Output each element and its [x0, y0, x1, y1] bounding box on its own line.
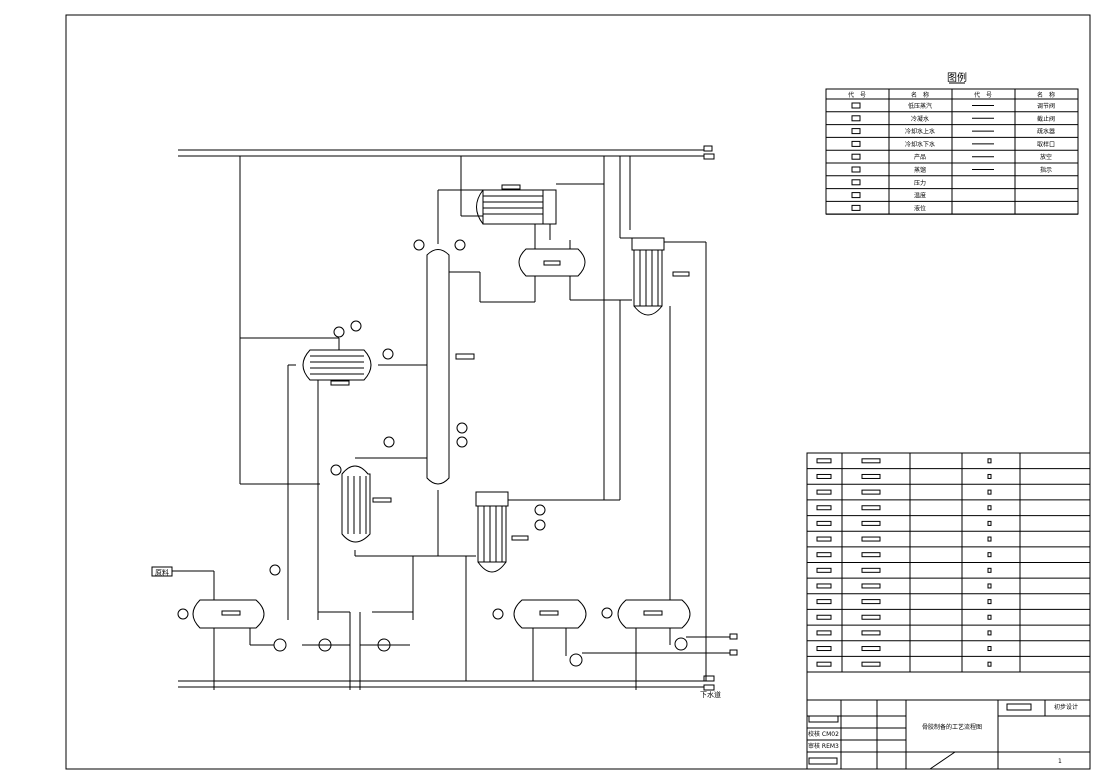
legend-item-label: 指示	[1040, 166, 1052, 174]
legend-item-label: 调节阀	[1037, 102, 1055, 110]
legend-code-box	[851, 179, 861, 186]
parts-cell-mark	[861, 489, 881, 495]
parts-cell-mark	[816, 599, 832, 605]
reboiler-exchanger	[239, 156, 427, 620]
parts-cell-mark	[816, 520, 832, 526]
drawing-frame	[65, 14, 1091, 770]
legend-code-box	[851, 128, 861, 135]
parts-cell-mark	[987, 630, 992, 636]
drawing-title: 骨胶制备的工艺流程图	[922, 723, 982, 731]
parts-cell-mark	[861, 646, 881, 652]
feed-tank: 原料	[151, 566, 287, 690]
legend-header-name-2: 名 称	[1037, 91, 1055, 99]
parts-cell-mark	[861, 552, 881, 558]
legend-header-name-1: 名 称	[911, 91, 929, 99]
parts-cell-mark	[816, 552, 832, 558]
legend-title: 图例	[947, 71, 967, 84]
parts-cell-mark	[987, 505, 992, 511]
drain-label: 下水道	[700, 690, 721, 699]
distillation-column	[413, 238, 475, 556]
legend-code-box	[851, 153, 861, 160]
parts-cell-mark	[987, 473, 992, 479]
parts-cell-mark	[816, 505, 832, 511]
legend-item-label: 疏水器	[1037, 128, 1055, 136]
feed-label: 原料	[155, 568, 169, 577]
parts-cell-mark	[987, 567, 992, 573]
reviewed-by: 审核 REM3	[808, 742, 839, 750]
parts-cell-mark	[861, 583, 881, 589]
parts-cell-mark	[987, 599, 992, 605]
parts-cell-mark	[816, 646, 832, 652]
parts-cell-mark	[987, 520, 992, 526]
product-tank-1	[492, 599, 587, 681]
parts-cell-mark	[987, 661, 992, 667]
parts-cell-mark	[816, 661, 832, 667]
legend-code-box	[851, 102, 861, 109]
parts-cell-mark	[816, 536, 832, 542]
legend-item-label: 液位	[914, 204, 926, 212]
parts-cell-mark	[987, 583, 992, 589]
legend-header-code-1: 代 号	[848, 91, 866, 99]
parts-cell-mark	[987, 489, 992, 495]
parts-cell-mark	[861, 599, 881, 605]
parts-cell-mark	[861, 661, 881, 667]
parts-cell-mark	[816, 458, 832, 464]
parts-cell-mark	[816, 489, 832, 495]
checked-by: 校核 CM02	[808, 730, 839, 738]
legend-item-label: 冷却水上水	[905, 128, 935, 136]
parts-cell-mark	[816, 583, 832, 589]
parts-cell-mark	[987, 614, 992, 620]
parts-cell-mark	[816, 473, 832, 479]
legend-code-box	[851, 166, 861, 173]
parts-list	[806, 452, 1091, 770]
parts-cell-mark	[861, 473, 881, 479]
parts-cell-mark	[816, 567, 832, 573]
sheet-mark: 1	[1058, 758, 1062, 765]
parts-cell-mark	[987, 646, 992, 652]
legend-code-box	[851, 204, 861, 211]
legend-item-label: 温度	[914, 192, 926, 200]
parts-cell-mark	[861, 520, 881, 526]
parts-cell-mark	[987, 552, 992, 558]
parts-cell-mark	[816, 614, 832, 620]
legend-item-label: 低压蒸汽	[908, 102, 932, 110]
legend-code-box	[851, 115, 861, 122]
parts-cell-mark	[816, 630, 832, 636]
legend-header-code-2: 代 号	[974, 91, 992, 99]
product-tank-2	[582, 599, 738, 690]
parts-cell-mark	[861, 614, 881, 620]
legend-item-label: 放空	[1040, 153, 1052, 161]
vertical-exchanger-left	[330, 436, 476, 620]
parts-cell-mark	[987, 458, 992, 464]
parts-cell-mark	[861, 630, 881, 636]
legend-item-label: 产品	[914, 153, 926, 161]
small-equipment	[269, 564, 413, 690]
parts-cell-mark	[861, 458, 881, 464]
parts-cell-mark	[861, 536, 881, 542]
legend-item-label: 蒸馏	[914, 166, 926, 174]
legend-code-box	[851, 140, 861, 147]
legend-code-box	[851, 192, 861, 199]
parts-cell-mark	[861, 505, 881, 511]
header-pipes: 下水道	[178, 145, 721, 699]
legend-item-label: 取样口	[1037, 140, 1055, 148]
legend-item-label: 冷凝水	[911, 115, 929, 123]
top-condenser	[437, 156, 605, 500]
vertical-exchanger-bottom	[465, 300, 621, 681]
parts-cell-mark	[987, 536, 992, 542]
legend-item-label: 冷却水下水	[905, 140, 935, 148]
right-condenser	[619, 156, 707, 681]
title-block: 骨胶制备的工艺流程图 初步设计 校核 CM02 审核 REM3 1	[807, 700, 1090, 770]
design-stage: 初步设计	[1054, 703, 1078, 711]
reflux-tank	[462, 224, 632, 303]
legend-item-label: 压力	[914, 179, 926, 187]
legend-item-label: 截止阀	[1037, 115, 1055, 123]
parts-cell-mark	[861, 567, 881, 573]
